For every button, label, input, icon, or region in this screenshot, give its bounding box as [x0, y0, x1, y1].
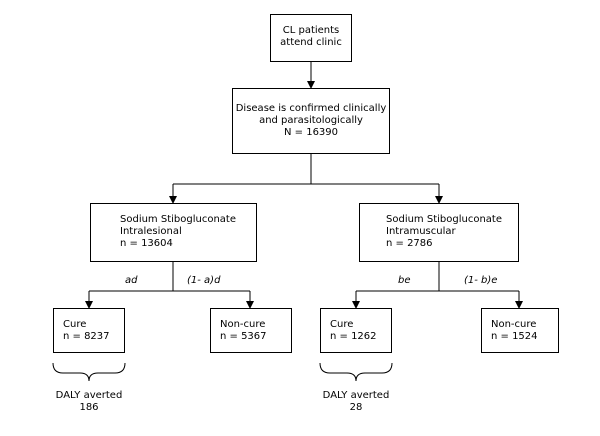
node-line: Disease is confirmed clinically	[235, 103, 387, 114]
note-line: 186	[79, 402, 99, 413]
node-line: Cure	[63, 319, 87, 330]
note-line: DALY averted	[55, 390, 123, 401]
edge-label-im-cure: be	[398, 275, 411, 286]
node-line: Sodium Stibogluconate	[386, 214, 502, 225]
edge-label-il-cure: ad	[125, 275, 138, 286]
node-line: and parasitologically	[259, 115, 363, 126]
node-line: CL patients	[282, 25, 340, 36]
node-intramuscular: Sodium Stibogluconate Intramuscular n = …	[359, 203, 519, 262]
node-cure-intralesional: Cure n = 8237	[53, 308, 125, 353]
node-line: n = 13604	[120, 238, 173, 249]
node-line: Non-cure	[491, 319, 537, 330]
node-cure-intramuscular: Cure n = 1262	[320, 308, 392, 353]
node-line: Intralesional	[120, 226, 182, 237]
note-line: DALY averted	[322, 390, 390, 401]
node-line: Sodium Stibogluconate	[120, 214, 236, 225]
node-line: n = 8237	[63, 331, 110, 342]
note-line: 28	[349, 402, 363, 413]
brace-cure-im	[319, 362, 393, 382]
node-line: n = 2786	[386, 238, 433, 249]
node-disease-confirmed: Disease is confirmed clinically and para…	[232, 88, 390, 154]
brace-cure-il	[52, 362, 126, 382]
daly-averted-intramuscular: DALY averted 28	[316, 390, 396, 414]
node-line: Intramuscular	[386, 226, 456, 237]
node-noncure-intralesional: Non-cure n = 5367	[210, 308, 292, 353]
edge-label-il-noncure: (1- a)d	[187, 275, 221, 286]
node-intralesional: Sodium Stibogluconate Intralesional n = …	[90, 203, 257, 262]
node-line: attend clinic	[280, 37, 342, 48]
node-line: Cure	[330, 319, 354, 330]
node-line: n = 1524	[491, 331, 538, 342]
edge-label-im-noncure: (1- b)e	[464, 275, 498, 286]
node-noncure-intramuscular: Non-cure n = 1524	[481, 308, 559, 353]
node-line: N = 16390	[283, 127, 339, 138]
node-attend-clinic: CL patients attend clinic	[270, 14, 352, 62]
node-line: n = 1262	[330, 331, 377, 342]
node-line: n = 5367	[220, 331, 267, 342]
daly-averted-intralesional: DALY averted 186	[49, 390, 129, 414]
node-line: Non-cure	[220, 319, 266, 330]
